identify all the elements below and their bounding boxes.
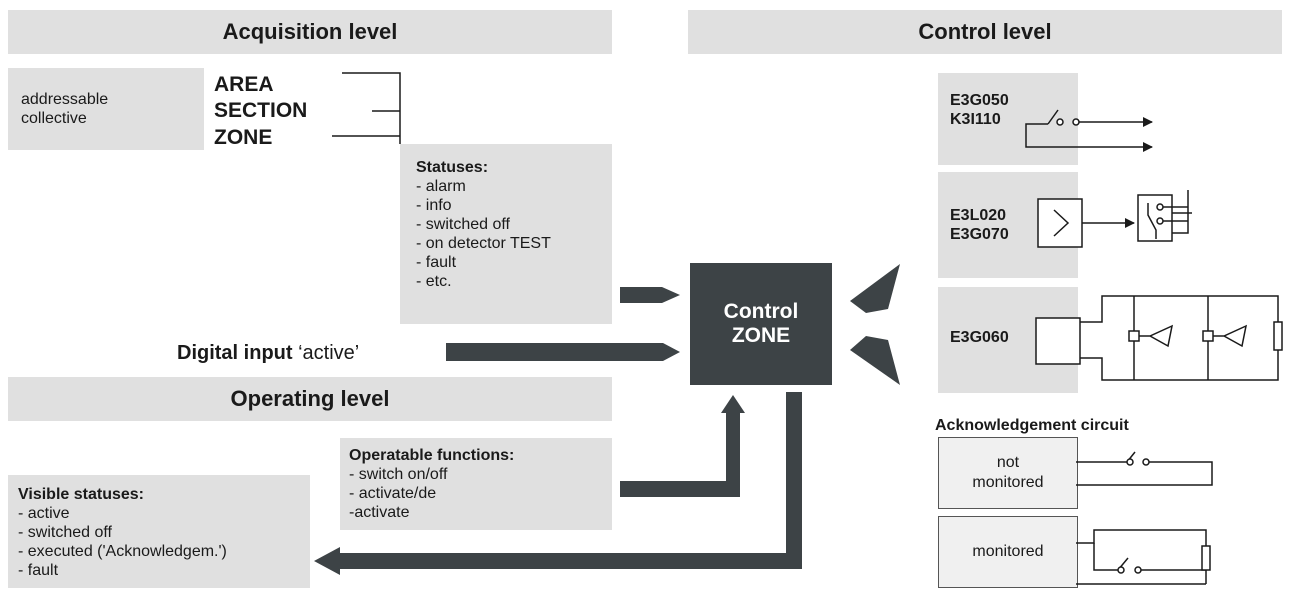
detection-type-box [8,68,204,150]
visible-statuses-box [8,475,310,588]
zone-to-module-arrow-down [850,336,900,385]
operatable-item: - switch on/off [349,466,448,483]
ack-monitored-label: monitored [972,543,1044,560]
module-e3l020-label: E3L020 [950,207,1007,224]
section-label: SECTION [214,99,308,122]
control-zone-label-1: Control [723,300,799,323]
zone-to-visible-arrow [314,392,802,575]
acquisition-level-header: Acquisition level [8,10,612,54]
control-zone-label-2: ZONE [731,324,791,347]
status-item: - fault [416,254,457,271]
module-e3g060-label: E3G060 [950,329,1009,346]
operatable-item: - activate/de [349,485,437,502]
operatable-functions-box [340,438,612,530]
status-item: - alarm [416,178,466,195]
module-k3i110-label: K3I110 [950,111,1001,128]
module-e3g070-label: E3G070 [950,226,1009,243]
sounder-circuit-symbol [1035,295,1283,381]
module-e3g050-label: E3G050 [950,92,1009,109]
status-item: - on detector TEST [416,235,551,252]
statuses-box [400,144,612,324]
ack-monitored-box [938,516,1078,588]
ack-monitored-circuit [1076,529,1211,585]
status-item: - switched off [416,216,510,233]
module-box-e3g050 [938,73,1078,165]
statuses-to-zone-arrow [620,287,680,303]
visible-status-item: - active [18,505,70,522]
ack-not-monitored-circuit [1076,451,1213,486]
visible-status-item: - switched off [18,524,112,541]
relay-contact-symbol [1025,109,1153,152]
digital-input-bold: Digital input [177,342,293,364]
control-level-header: Control level [688,10,1282,54]
output-module-symbol [1037,190,1192,248]
hierarchy-bracket [332,72,401,144]
detection-type-addressable: addressable [21,91,109,108]
area-label: AREA [214,73,274,96]
digital-input-state: ‘active’ [292,342,360,364]
zone-label: ZONE [214,126,273,149]
detection-type-collective: collective [21,110,87,127]
visible-statuses-title: Visible statuses: [18,486,144,503]
ack-not-monitored-label-2: monitored [972,474,1044,491]
status-item: - etc. [416,273,452,290]
digital-input-arrow [446,343,680,361]
ack-not-monitored-label-1: not [996,454,1020,471]
visible-status-item: - executed ('Acknowledgem.') [18,543,227,560]
operating-level-header: Operating level [8,377,612,421]
zone-to-module-arrow-up [850,264,900,313]
ack-not-monitored-box [938,437,1078,509]
operatable-functions-title: Operatable functions: [349,447,515,464]
operatable-item: -activate [349,504,410,521]
visible-status-item: - fault [18,562,59,579]
ack-circuit-title: Acknowledgement circuit [935,417,1129,434]
control-zone-block [690,263,832,385]
digital-input-label: Digital input ‘active’ [177,342,359,365]
statuses-title: Statuses: [416,159,489,176]
operatable-to-zone-arrow [620,395,745,497]
status-item: - info [416,197,452,214]
